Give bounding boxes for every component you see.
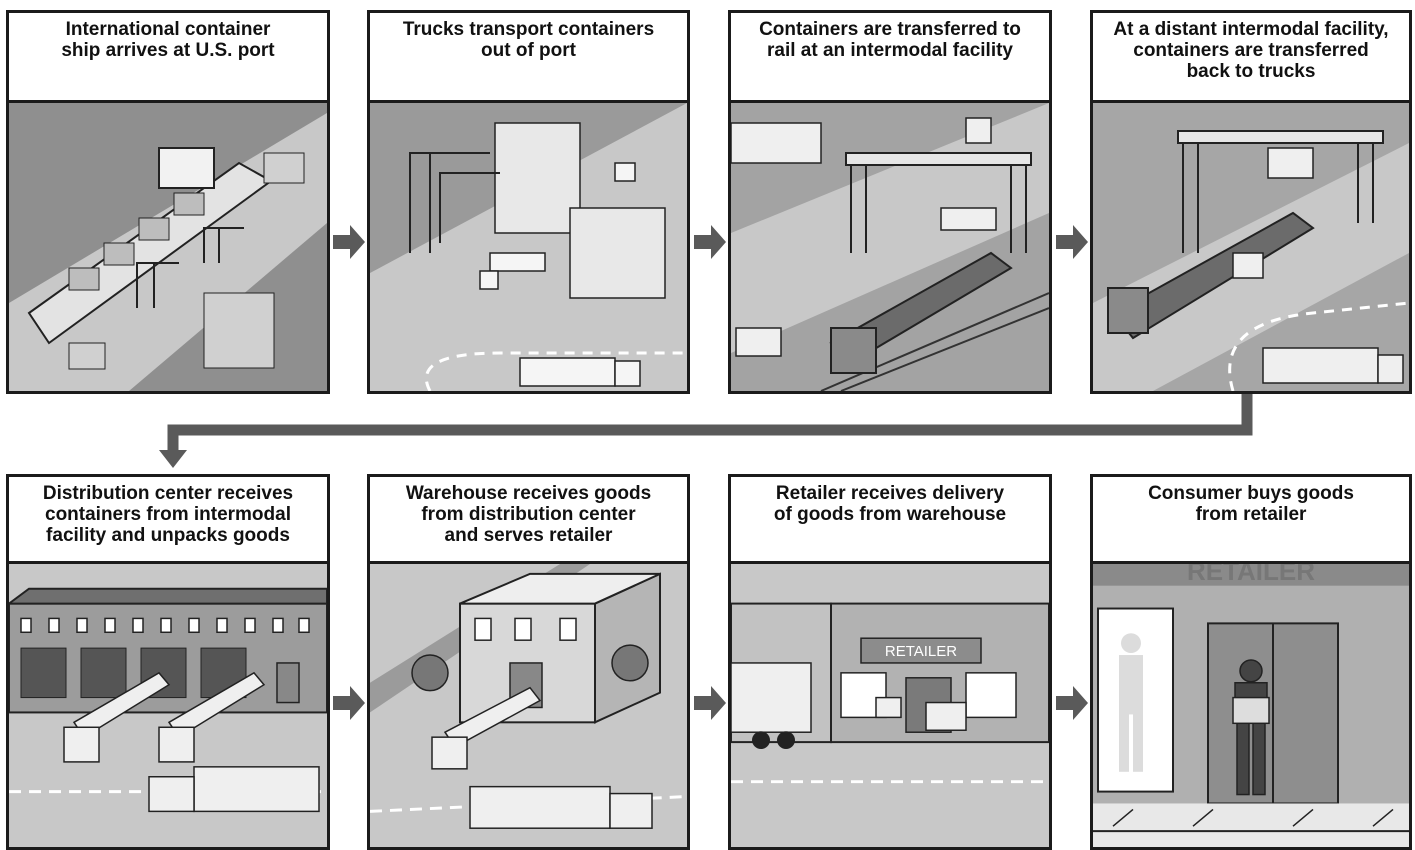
step-2-panel: Trucks transport containers out of port xyxy=(367,10,690,394)
step-5-caption: Distribution center receives containers … xyxy=(9,477,327,564)
retailer-sign: RETAILER xyxy=(885,643,957,660)
arrow-right-icon xyxy=(333,222,365,262)
step-8-panel: Consumer buys goods from retailer RETAIL… xyxy=(1090,474,1412,850)
step-4-panel: At a distant intermodal facility, contai… xyxy=(1090,10,1412,394)
step-2-caption: Trucks transport containers out of port xyxy=(370,13,687,103)
step-7-panel: Retailer receives delivery of goods from… xyxy=(728,474,1052,850)
step-4-caption: At a distant intermodal facility, contai… xyxy=(1093,13,1409,103)
container-ship-port-illustration xyxy=(9,103,327,391)
port-trucks-illustration xyxy=(370,103,687,391)
retailer-delivery-illustration: RETAILER xyxy=(731,564,1049,847)
step-7-caption: Retailer receives delivery of goods from… xyxy=(731,477,1049,564)
step-3-caption: Containers are transferred to rail at an… xyxy=(731,13,1049,103)
step-1-panel: International container ship arrives at … xyxy=(6,10,330,394)
storefront-sign: RETAILER xyxy=(1187,564,1315,586)
arrow-right-icon xyxy=(694,683,726,723)
step-3-panel: Containers are transferred to rail at an… xyxy=(728,10,1052,394)
arrow-right-icon xyxy=(694,222,726,262)
step-8-caption: Consumer buys goods from retailer xyxy=(1093,477,1409,564)
arrow-right-icon xyxy=(1056,222,1088,262)
arrow-right-icon xyxy=(1056,683,1088,723)
consumer-buys-illustration: RETAILER xyxy=(1093,564,1409,847)
step-6-caption: Warehouse receives goods from distributi… xyxy=(370,477,687,564)
arrow-right-icon xyxy=(333,683,365,723)
step-6-panel: Warehouse receives goods from distributi… xyxy=(367,474,690,850)
distribution-center-illustration xyxy=(9,564,327,847)
rail-transfer-illustration xyxy=(731,103,1049,391)
warehouse-illustration xyxy=(370,564,687,847)
rail-to-truck-illustration xyxy=(1093,103,1409,391)
step-1-caption: International container ship arrives at … xyxy=(9,13,327,103)
step-5-panel: Distribution center receives containers … xyxy=(6,474,330,850)
